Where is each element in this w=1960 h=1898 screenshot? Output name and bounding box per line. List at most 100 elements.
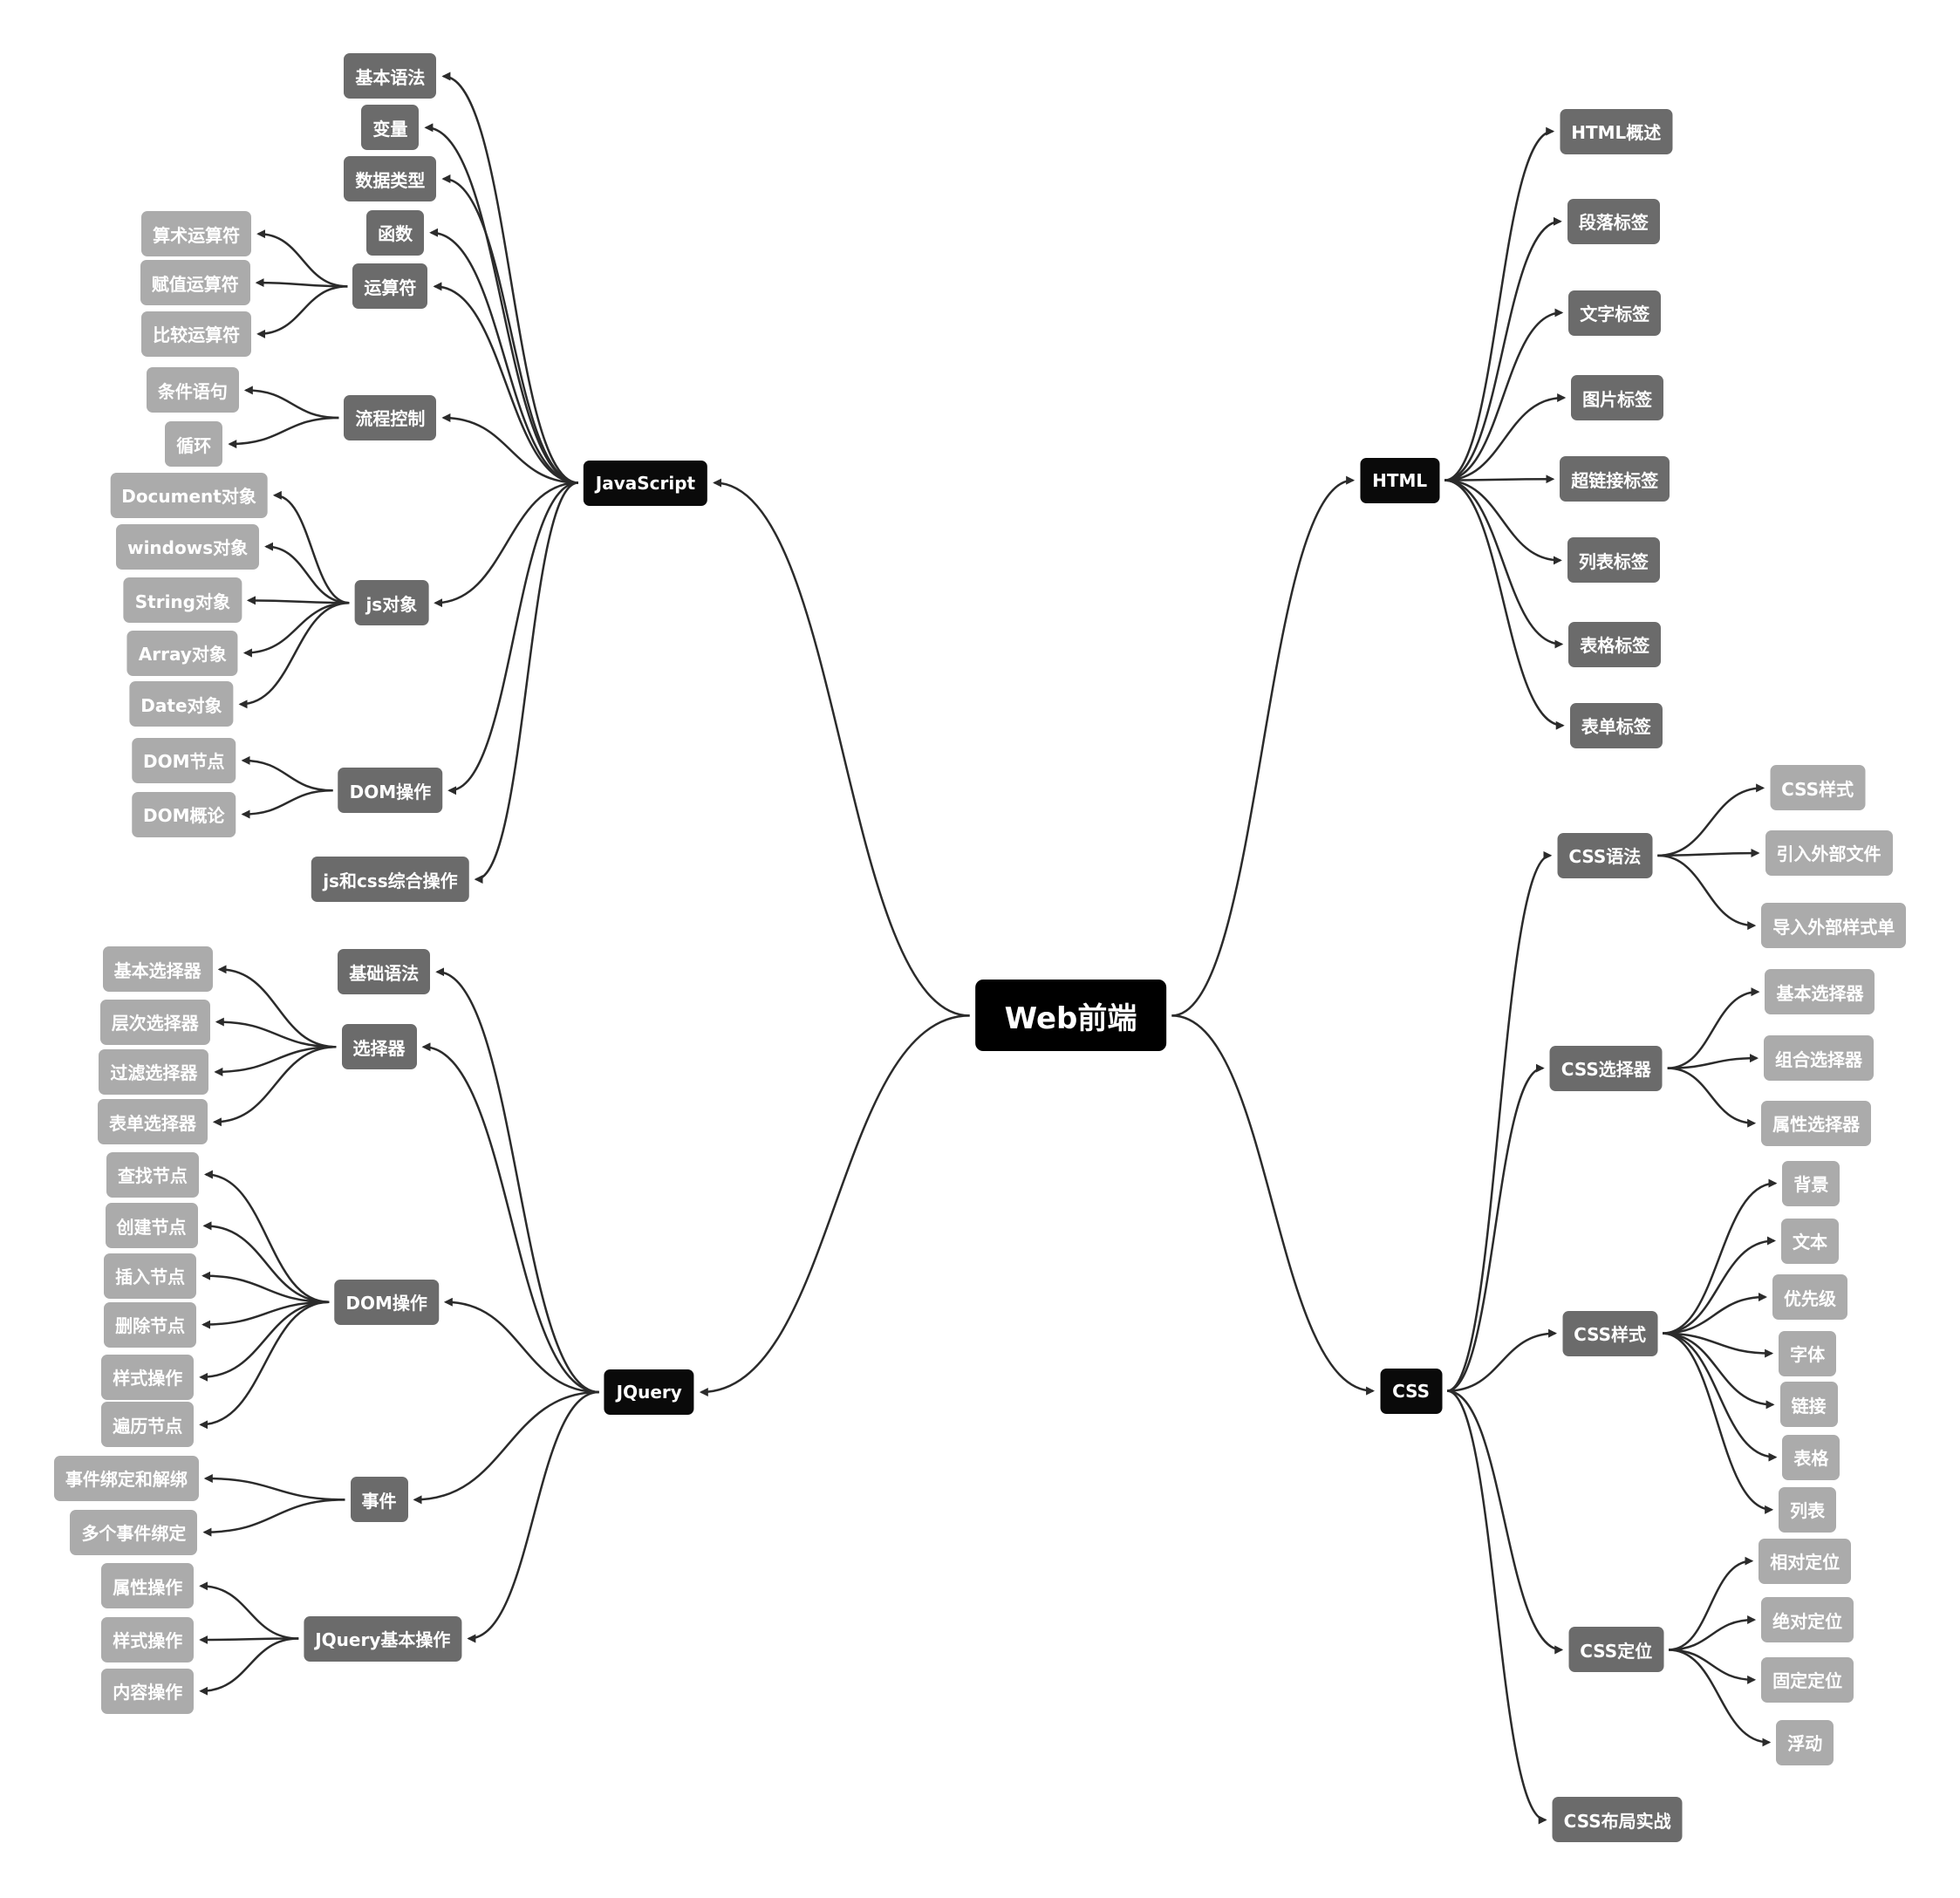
subtopic[interactable]: CSS语法 bbox=[1557, 832, 1653, 878]
connector-arrow bbox=[1669, 1649, 1772, 1747]
connector-arrow bbox=[243, 386, 339, 420]
leaf-topic[interactable]: 相对定位 bbox=[1759, 1538, 1852, 1584]
leaf-topic[interactable]: 插入节点 bbox=[104, 1253, 197, 1299]
leaf-topic[interactable]: 表单选择器 bbox=[97, 1099, 208, 1145]
connector-arrow bbox=[429, 228, 578, 484]
subtopic[interactable]: CSS布局实战 bbox=[1552, 1797, 1683, 1843]
leaf-topic[interactable]: 组合选择器 bbox=[1764, 1035, 1875, 1082]
subtopic[interactable]: 流程控制 bbox=[344, 394, 437, 440]
subtopic[interactable]: 表格标签 bbox=[1568, 621, 1662, 667]
connector-arrow bbox=[1663, 1332, 1775, 1410]
connector-arrow bbox=[1669, 1556, 1754, 1651]
subtopic[interactable]: 段落标签 bbox=[1567, 198, 1660, 244]
subtopic[interactable]: 选择器 bbox=[341, 1024, 417, 1070]
subtopic[interactable]: js和css综合操作 bbox=[311, 857, 469, 903]
leaf-topic[interactable]: 基本选择器 bbox=[1765, 969, 1875, 1015]
subtopic[interactable]: CSS选择器 bbox=[1549, 1045, 1663, 1091]
connector-arrow bbox=[1663, 1332, 1778, 1462]
subtopic[interactable]: js对象 bbox=[354, 580, 429, 626]
subtopic[interactable]: DOM操作 bbox=[334, 1279, 439, 1325]
leaf-topic[interactable]: CSS样式 bbox=[1770, 765, 1866, 811]
leaf-topic[interactable]: 引入外部文件 bbox=[1765, 830, 1893, 876]
main-topic-css[interactable]: CSS bbox=[1380, 1368, 1443, 1414]
leaf-topic[interactable]: 循环 bbox=[165, 421, 223, 468]
connector-arrow bbox=[1446, 1389, 1547, 1825]
subtopic[interactable]: 变量 bbox=[361, 105, 420, 151]
subtopic[interactable]: 事件 bbox=[350, 1477, 408, 1523]
subtopic[interactable]: 函数 bbox=[366, 209, 425, 256]
connector-arrow bbox=[1171, 1014, 1376, 1396]
subtopic[interactable]: 运算符 bbox=[352, 263, 428, 310]
leaf-topic[interactable]: Date对象 bbox=[129, 681, 234, 727]
leaf-topic[interactable]: 样式操作 bbox=[101, 1616, 195, 1662]
leaf-topic[interactable]: 条件语句 bbox=[146, 367, 239, 413]
connector-arrow bbox=[1667, 1067, 1757, 1128]
leaf-topic[interactable]: 属性选择器 bbox=[1761, 1100, 1872, 1146]
leaf-topic[interactable]: 列表 bbox=[1779, 1486, 1837, 1533]
subtopic[interactable]: 超链接标签 bbox=[1560, 456, 1670, 502]
subtopic[interactable]: 表单标签 bbox=[1569, 702, 1663, 748]
leaf-topic[interactable]: 层次选择器 bbox=[99, 999, 210, 1045]
leaf-topic[interactable]: 创建节点 bbox=[105, 1203, 198, 1249]
leaf-topic[interactable]: 过滤选择器 bbox=[99, 1048, 209, 1095]
leaf-topic[interactable]: 基本选择器 bbox=[102, 946, 213, 993]
subtopic[interactable]: CSS样式 bbox=[1562, 1310, 1658, 1356]
main-topic-javascript[interactable]: JavaScript bbox=[583, 460, 708, 506]
leaf-topic[interactable]: 样式操作 bbox=[101, 1354, 195, 1400]
leaf-topic[interactable]: 导入外部样式单 bbox=[1761, 903, 1907, 949]
leaf-topic[interactable]: 文本 bbox=[1780, 1218, 1839, 1264]
leaf-topic[interactable]: Document对象 bbox=[110, 472, 268, 518]
connector-arrow bbox=[421, 1042, 599, 1394]
leaf-topic[interactable]: 表格 bbox=[1782, 1434, 1840, 1480]
leaf-topic[interactable]: Array对象 bbox=[126, 630, 238, 676]
subtopic[interactable]: 图片标签 bbox=[1571, 375, 1664, 420]
connector-arrow bbox=[1657, 854, 1757, 931]
connector-arrow bbox=[474, 481, 578, 884]
leaf-topic[interactable]: 优先级 bbox=[1772, 1274, 1847, 1321]
connector-arrow bbox=[238, 601, 350, 709]
main-topic-html[interactable]: HTML bbox=[1360, 457, 1440, 503]
main-topic-jquery[interactable]: JQuery bbox=[604, 1369, 694, 1416]
leaf-topic[interactable]: 链接 bbox=[1779, 1382, 1838, 1428]
leaf-topic[interactable]: 属性操作 bbox=[101, 1563, 195, 1609]
connector-arrow bbox=[256, 229, 348, 288]
leaf-topic[interactable]: 浮动 bbox=[1776, 1719, 1834, 1765]
leaf-topic[interactable]: 背景 bbox=[1782, 1160, 1840, 1206]
connector-arrow bbox=[1444, 474, 1555, 484]
subtopic[interactable]: JQuery基本操作 bbox=[304, 1615, 462, 1662]
leaf-topic[interactable]: 固定定位 bbox=[1761, 1656, 1854, 1703]
connector-arrow bbox=[202, 1221, 330, 1304]
leaf-topic[interactable]: DOM概论 bbox=[132, 791, 236, 837]
subtopic[interactable]: 基础语法 bbox=[338, 949, 431, 995]
subtopic[interactable]: DOM操作 bbox=[338, 768, 443, 814]
leaf-topic[interactable]: 删除节点 bbox=[104, 1301, 197, 1348]
subtopic[interactable]: CSS定位 bbox=[1568, 1627, 1664, 1673]
leaf-topic[interactable]: 查找节点 bbox=[106, 1151, 199, 1198]
leaf-topic[interactable]: 算术运算符 bbox=[141, 211, 252, 257]
leaf-topic[interactable]: 多个事件绑定 bbox=[70, 1509, 198, 1555]
connector-arrow bbox=[256, 285, 348, 338]
leaf-topic[interactable]: 比较运算符 bbox=[141, 311, 252, 357]
leaf-topic[interactable]: 遍历节点 bbox=[101, 1402, 195, 1448]
leaf-topic[interactable]: 字体 bbox=[1779, 1330, 1837, 1376]
connector-arrow bbox=[217, 965, 337, 1048]
leaf-topic[interactable]: windows对象 bbox=[116, 523, 260, 570]
connector-arrow bbox=[1446, 1063, 1545, 1392]
subtopic[interactable]: 数据类型 bbox=[344, 156, 437, 202]
connector-arrow bbox=[1657, 848, 1760, 857]
subtopic[interactable]: 文字标签 bbox=[1568, 290, 1662, 336]
connector-arrow bbox=[1444, 393, 1567, 481]
leaf-topic[interactable]: 赋值运算符 bbox=[140, 260, 250, 306]
leaf-topic[interactable]: 事件绑定和解绑 bbox=[53, 1455, 199, 1501]
connector-arrow bbox=[1444, 479, 1564, 649]
connector-arrow bbox=[435, 967, 599, 1394]
leaf-topic[interactable]: 绝对定位 bbox=[1761, 1597, 1854, 1643]
leaf-topic[interactable]: String对象 bbox=[123, 577, 242, 624]
leaf-topic[interactable]: 内容操作 bbox=[101, 1668, 195, 1714]
subtopic[interactable]: 列表标签 bbox=[1567, 537, 1660, 584]
subtopic[interactable]: 基本语法 bbox=[344, 53, 437, 99]
leaf-topic[interactable]: DOM节点 bbox=[132, 737, 236, 783]
root-topic[interactable]: Web前端 bbox=[974, 980, 1167, 1052]
subtopic[interactable]: HTML概述 bbox=[1560, 108, 1673, 154]
